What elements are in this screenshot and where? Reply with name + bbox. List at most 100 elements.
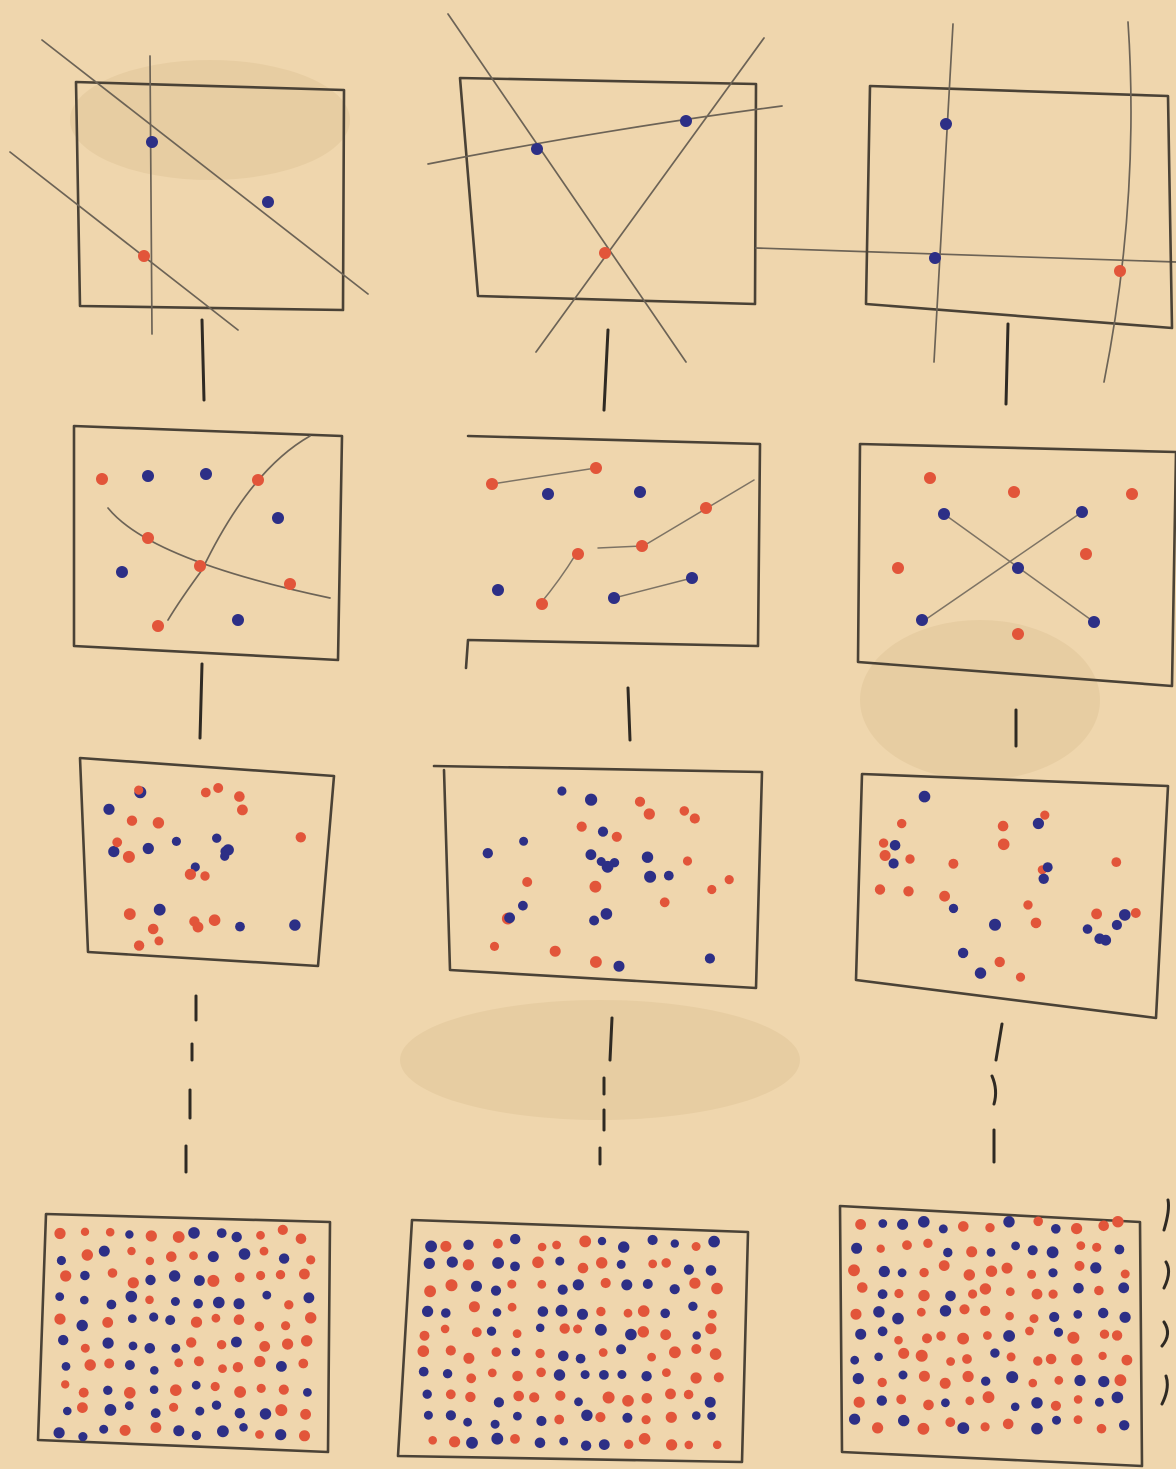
dot-red (61, 1380, 69, 1388)
dot-red (854, 1397, 865, 1408)
dot-blue (1054, 1328, 1063, 1337)
dot-red (77, 1402, 88, 1413)
dot-red (1003, 1419, 1014, 1430)
dot-red (1071, 1223, 1082, 1234)
dot-blue (57, 1256, 66, 1265)
dot-blue (220, 852, 229, 861)
dot-red (104, 1359, 114, 1369)
dot-blue (693, 1331, 701, 1339)
dot-red (186, 1337, 196, 1347)
dot-blue (670, 1284, 680, 1294)
dot-blue (103, 1338, 114, 1349)
dot-red (488, 1369, 497, 1378)
dot-red (968, 1289, 977, 1298)
dot-blue (939, 1224, 948, 1233)
dot-red (237, 805, 248, 816)
dot-red (962, 1354, 972, 1364)
dot-blue (513, 1412, 522, 1421)
dot-blue (1112, 920, 1122, 930)
dot-red (916, 1350, 928, 1362)
dot-blue (586, 849, 597, 860)
dot-red (998, 821, 1009, 832)
dot-red (532, 1257, 544, 1269)
dot-blue (149, 1312, 158, 1321)
dot-red (903, 886, 913, 896)
dot-blue (125, 1401, 134, 1410)
dot-red (691, 1344, 701, 1354)
dot-red (418, 1345, 430, 1357)
dot-blue (518, 901, 528, 911)
dot-red (284, 1300, 293, 1309)
dot-blue (188, 1227, 200, 1239)
dot-red (1126, 488, 1138, 500)
dot-blue (1119, 909, 1131, 921)
dot-red (537, 1280, 546, 1289)
dot-red (577, 822, 587, 832)
dot-red (959, 1304, 969, 1314)
dot-blue (232, 614, 244, 626)
dot-red (1033, 1217, 1043, 1227)
dot-red (555, 1391, 565, 1401)
dot-red (579, 1236, 591, 1248)
dot-red (963, 1371, 974, 1382)
dot-red (513, 1329, 522, 1338)
dot-red (233, 1362, 243, 1372)
dot-blue (99, 1246, 110, 1257)
dot-red (151, 1422, 162, 1433)
dot-red (660, 1329, 671, 1340)
dot-blue (688, 1302, 697, 1311)
dot-red (60, 1270, 71, 1281)
dot-blue (304, 1292, 315, 1303)
panel-row1-col2 (428, 14, 1176, 362)
dot-blue (622, 1413, 632, 1423)
dot-red (463, 1353, 474, 1364)
dot-red (922, 1333, 932, 1343)
dot-red (554, 1415, 564, 1425)
dot-red (194, 1356, 204, 1366)
dot-red (1098, 1221, 1109, 1232)
dot-blue (618, 1241, 629, 1252)
dot-blue (1048, 1268, 1057, 1277)
dot-red (851, 1309, 862, 1320)
dot-red (624, 1309, 633, 1318)
dot-red (256, 1271, 265, 1280)
dot-blue (945, 1291, 956, 1302)
dot-red (173, 1231, 185, 1243)
dot-blue (878, 1326, 888, 1336)
dot-blue (492, 1257, 504, 1269)
dot-red (680, 806, 690, 816)
dot-blue (940, 1305, 951, 1316)
dot-blue (692, 1411, 701, 1420)
dot-blue (107, 1300, 117, 1310)
dot-blue (422, 1306, 433, 1317)
dot-red (599, 1348, 608, 1357)
dot-blue (576, 1354, 586, 1364)
dot-red (603, 1392, 615, 1404)
dot-blue (957, 1422, 969, 1434)
dot-blue (873, 1306, 884, 1317)
dot-blue (192, 1381, 201, 1390)
dot-blue (890, 840, 901, 851)
dot-red (924, 472, 936, 484)
dot-red (276, 1270, 285, 1279)
dot-red (1098, 1352, 1106, 1360)
dot-blue (232, 1232, 242, 1242)
dot-red (112, 837, 122, 847)
dot-blue (441, 1308, 451, 1318)
dot-blue (150, 1385, 159, 1394)
dot-red (1049, 1290, 1058, 1299)
dot-blue (54, 1427, 65, 1438)
dot-red (170, 1384, 182, 1396)
dot-red (463, 1259, 474, 1270)
dot-blue (1074, 1375, 1085, 1386)
dot-blue (116, 566, 128, 578)
dot-blue (981, 1377, 990, 1386)
dot-blue (660, 1309, 670, 1319)
dot-red (300, 1409, 311, 1420)
dot-red (552, 1241, 561, 1250)
dot-red (1005, 1312, 1014, 1321)
dot-blue (512, 1348, 521, 1357)
dot-blue (585, 794, 597, 806)
dot-blue (1112, 1392, 1124, 1404)
dot-red (257, 1384, 266, 1393)
